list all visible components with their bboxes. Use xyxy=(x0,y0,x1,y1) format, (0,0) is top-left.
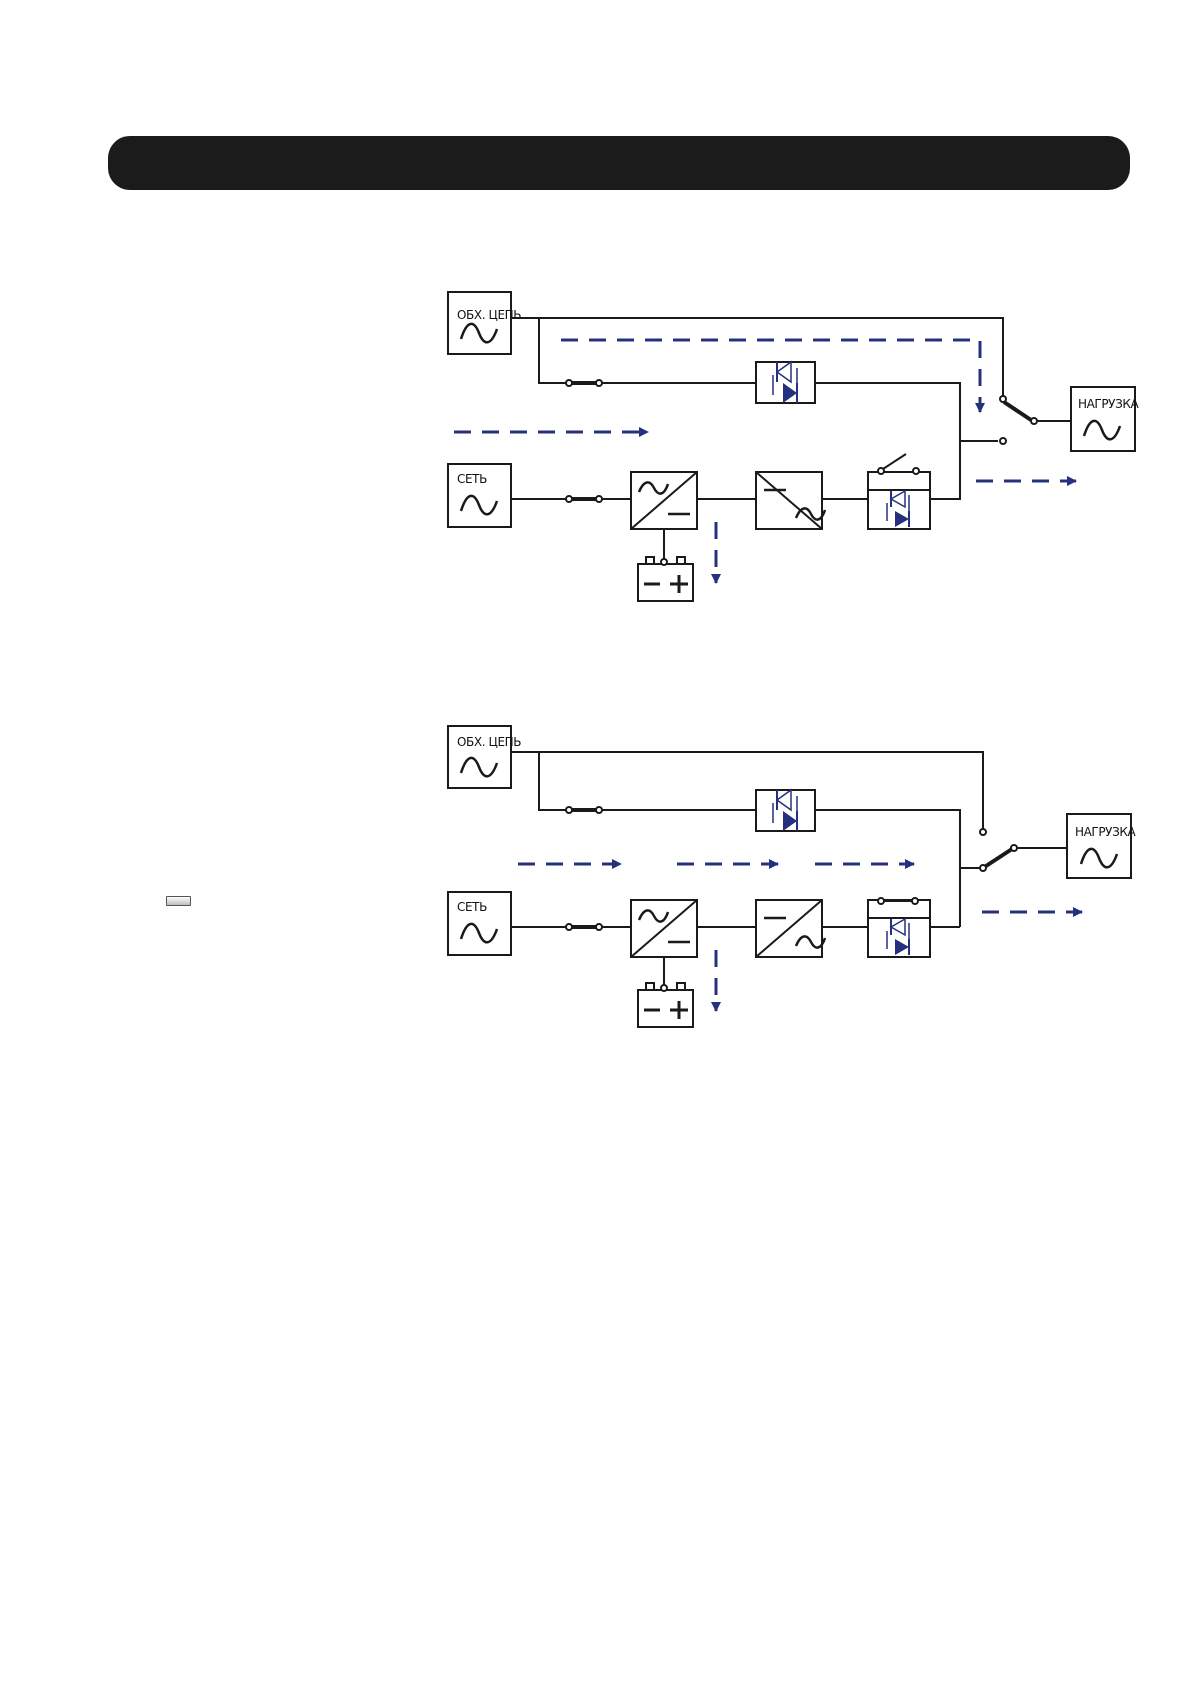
breaker-icon xyxy=(566,380,602,386)
sine-wave-icon xyxy=(461,324,497,342)
mains-source-label: СЕТЬ xyxy=(457,472,487,486)
breaker-icon xyxy=(566,807,602,813)
inverter-icon xyxy=(756,900,825,957)
battery-icon xyxy=(638,983,693,1027)
mains-source-block: СЕТЬ xyxy=(448,464,511,527)
rectifier-icon xyxy=(631,900,697,957)
bypass-source-block: ОБХ. ЦЕПЬ xyxy=(448,292,521,354)
load-block: НАГРУЗКА xyxy=(1071,387,1140,451)
bypass-source-label: ОБХ. ЦЕПЬ xyxy=(457,735,521,749)
sine-wave-icon xyxy=(461,924,497,942)
breaker-icon xyxy=(566,924,602,930)
mains-source-label: СЕТЬ xyxy=(457,900,487,914)
sine-wave-icon xyxy=(461,496,497,514)
bypass-source-block: ОБХ. ЦЕПЬ xyxy=(448,726,521,788)
static-switch-icon xyxy=(756,362,815,403)
diagram-bypass-mode: ОБХ. ЦЕПЬ СЕТЬ НАГРУЗКА xyxy=(448,292,1140,601)
transfer-switch xyxy=(1000,396,1071,444)
battery-icon xyxy=(638,557,693,601)
bypass-source-label: ОБХ. ЦЕПЬ xyxy=(457,308,521,322)
inverter-icon xyxy=(756,472,825,529)
sine-wave-icon xyxy=(461,758,497,776)
static-switch-icon xyxy=(868,898,930,957)
rectifier-icon xyxy=(631,472,697,529)
sine-wave-icon xyxy=(1084,421,1120,439)
static-switch-icon xyxy=(756,790,815,831)
transfer-switch xyxy=(980,829,1067,871)
mains-source-block: СЕТЬ xyxy=(448,892,511,955)
load-block: НАГРУЗКА xyxy=(1067,814,1137,878)
static-switch-icon xyxy=(868,454,930,529)
load-label: НАГРУЗКА xyxy=(1078,397,1140,411)
power-flow-arrows xyxy=(454,340,1076,583)
load-label: НАГРУЗКА xyxy=(1075,825,1137,839)
breaker-icon xyxy=(566,496,602,502)
sine-wave-icon xyxy=(1081,849,1117,867)
diagram-normal-mode: ОБХ. ЦЕПЬ СЕТЬ НАГРУЗКА xyxy=(448,726,1137,1027)
